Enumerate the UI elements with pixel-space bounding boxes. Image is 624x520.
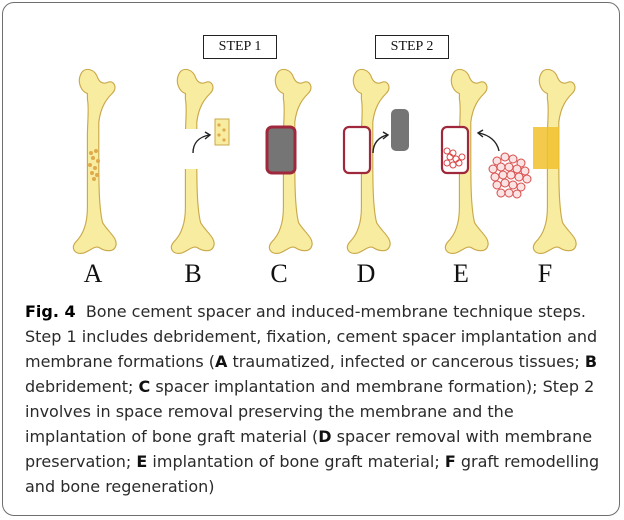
- caption-key-b: B: [585, 352, 597, 371]
- bone-panel-f: [533, 69, 576, 253]
- step-2-label: STEP 2: [375, 35, 449, 59]
- cement-spacer: [267, 127, 295, 173]
- caption-key-d: D: [318, 427, 331, 446]
- caption-text-b: debridement;: [25, 377, 139, 396]
- panel-label-a: A: [73, 259, 113, 289]
- figure-caption: Fig. 4 Bone cement spacer and induced-me…: [25, 299, 615, 499]
- panel-label-d: D: [346, 259, 386, 289]
- caption-key-c: C: [139, 377, 151, 396]
- bone-panel-b: [171, 69, 229, 253]
- figure-number: Fig. 4: [25, 302, 76, 321]
- panel-label-c: C: [259, 259, 299, 289]
- removed-segment: [215, 119, 229, 145]
- membrane-empty: [344, 127, 370, 173]
- bone-illustration: [3, 3, 619, 263]
- bone-panel-e: [442, 69, 531, 253]
- regenerated-bone: [533, 127, 559, 169]
- panel-label-b: B: [173, 259, 213, 289]
- figure-panel: STEP 1 STEP 2 A B C D E F Fig. 4 Bone ce…: [2, 2, 620, 516]
- bone-panel-d: [344, 69, 409, 253]
- bone-graft-cluster: [489, 153, 531, 198]
- caption-key-a: A: [215, 352, 227, 371]
- step-1-label: STEP 1: [203, 35, 277, 59]
- caption-key-f: F: [445, 452, 456, 471]
- caption-key-e: E: [136, 452, 147, 471]
- bone-panel-c: [267, 69, 312, 253]
- panel-label-f: F: [525, 259, 565, 289]
- bone-panel-a: [73, 69, 116, 253]
- caption-text-e: implantation of bone graft material;: [147, 452, 445, 471]
- caption-text-a: traumatized, infected or cancerous tissu…: [227, 352, 584, 371]
- removed-spacer: [391, 109, 409, 151]
- panel-label-e: E: [441, 259, 481, 289]
